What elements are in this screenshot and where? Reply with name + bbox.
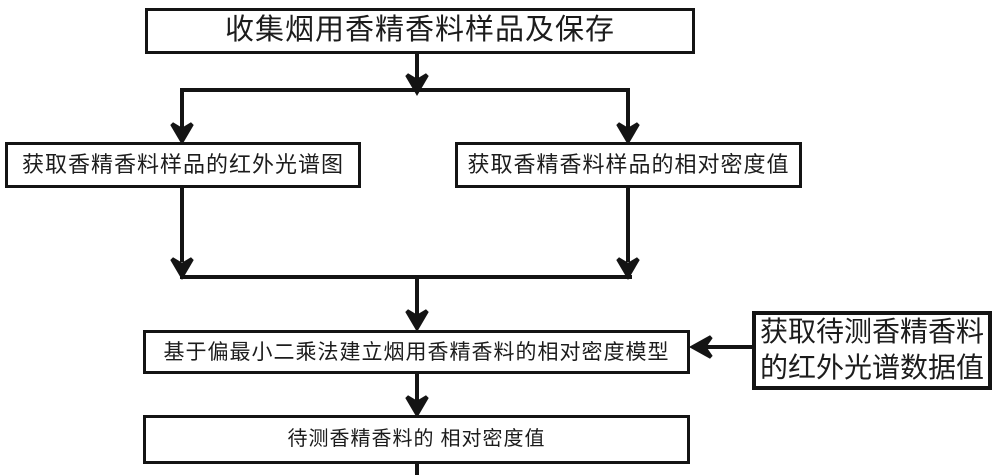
flowchart-node-relative-density: 获取香精香料样品的相对密度值: [455, 142, 802, 188]
node-label-test-sample-line1: 获取待测香精香料: [759, 317, 984, 349]
flowchart-node-test-sample-ir-data: 获取待测香精香料 的红外光谱数据值: [752, 311, 992, 390]
node-label-ir-spectrum: 获取香精香料样品的红外光谱图: [21, 152, 344, 178]
arrowhead-down-result: [405, 395, 429, 418]
arrowhead-down-branch: [405, 73, 429, 96]
node-label-pls-model: 基于偏最小二乘法建立烟用香精香料的相对密度模型: [163, 339, 670, 364]
arrowhead-down-density: [616, 122, 640, 145]
flowchart-node-pls-model: 基于偏最小二乘法建立烟用香精香料的相对密度模型: [143, 330, 690, 374]
node-label-test-result: 待测香精香料的 相对密度值: [287, 428, 546, 450]
arrowhead-left-model: [688, 335, 713, 359]
node-label-relative-density: 获取香精香料样品的相对密度值: [467, 152, 790, 178]
arrowhead-down-collector-left: [170, 257, 194, 280]
node-label-test-sample-line2: 的红外光谱数据值: [759, 352, 984, 384]
arrowhead-down-collector-right: [616, 257, 640, 280]
arrowhead-down-ir: [170, 122, 194, 145]
flowchart-node-collect-samples: 收集烟用香精香料样品及保存: [145, 8, 695, 54]
node-label-collect: 收集烟用香精香料样品及保存: [224, 14, 615, 47]
arrowhead-down-model: [405, 309, 429, 332]
flowchart-node-ir-spectrum: 获取香精香料样品的红外光谱图: [5, 142, 361, 188]
flowchart-node-test-result: 待测香精香料的 相对密度值: [143, 415, 690, 464]
